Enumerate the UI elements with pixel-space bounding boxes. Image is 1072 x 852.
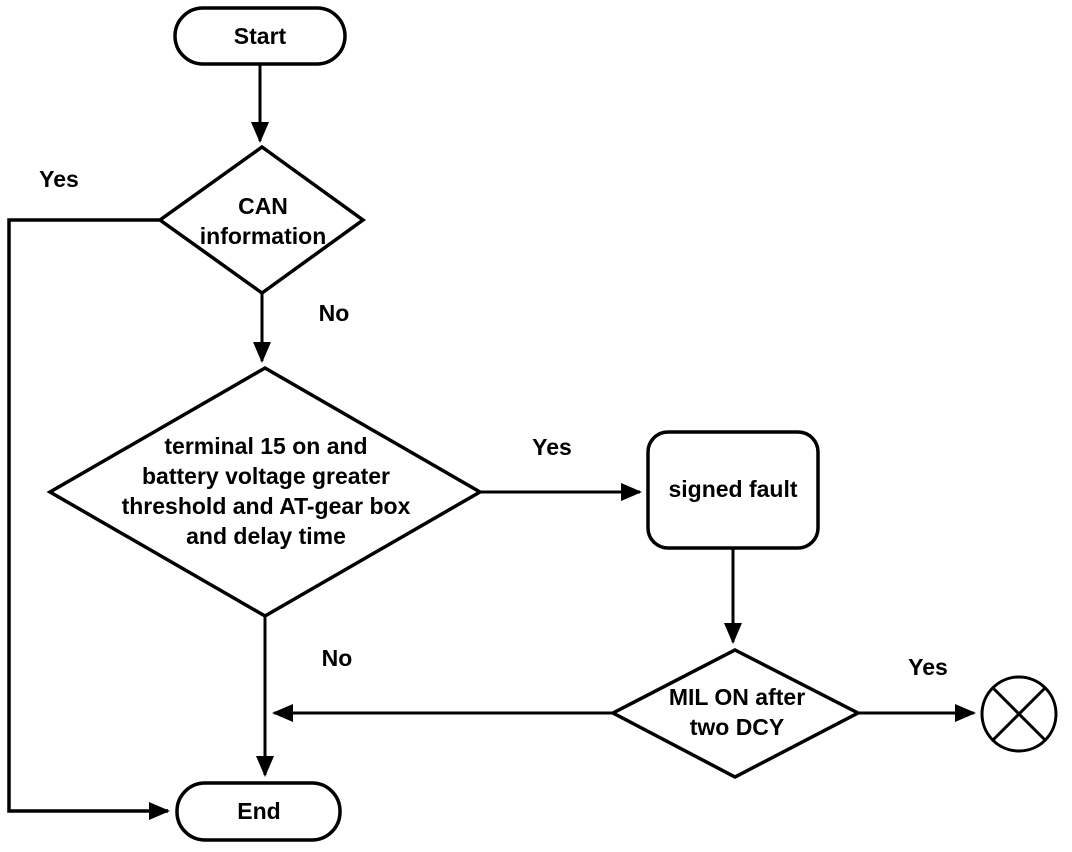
start-terminator-shape — [173, 6, 347, 66]
crossed-circle-terminator-icon — [980, 675, 1058, 753]
edge-can-yes-loop-to-end — [7, 218, 170, 820]
can-decision-shape — [156, 144, 366, 296]
mil-decision-shape — [609, 648, 862, 779]
end-terminator-shape — [175, 781, 342, 842]
condition-decision-shape — [46, 365, 484, 619]
signed-fault-process-shape — [646, 430, 820, 550]
